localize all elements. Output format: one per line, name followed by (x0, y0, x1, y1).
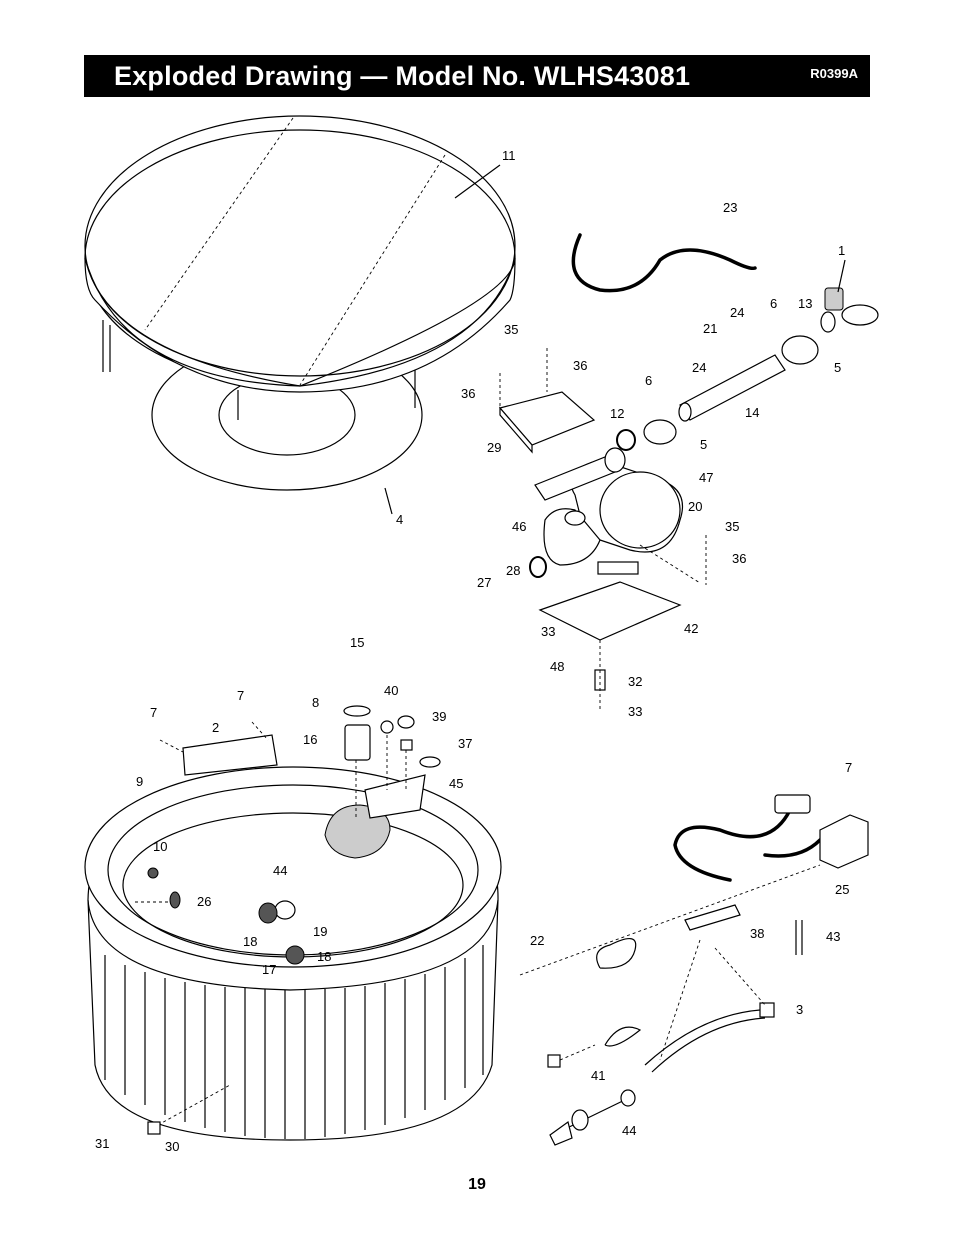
part-label-9: 9 (136, 774, 143, 789)
part-label-3: 3 (796, 1002, 803, 1017)
part-label-15: 15 (350, 635, 364, 650)
part-label-5b: 5 (700, 437, 707, 452)
drawing-code: R0399A (810, 66, 858, 81)
part-label-33a: 33 (541, 624, 555, 639)
part-label-43: 43 (826, 929, 840, 944)
page-title: Exploded Drawing — Model No. WLHS43081 (114, 61, 691, 91)
part-label-7b: 7 (150, 705, 157, 720)
part-label-16: 16 (303, 732, 317, 747)
part-label-6a: 6 (770, 296, 777, 311)
part-label-44a: 44 (273, 863, 287, 878)
part-label-13: 13 (798, 296, 812, 311)
part-label-23: 23 (723, 200, 737, 215)
part-label-7a: 7 (237, 688, 244, 703)
part-label-11: 11 (502, 148, 516, 163)
part-label-45: 45 (449, 776, 463, 791)
part-label-28: 28 (506, 563, 520, 578)
part-label-6b: 6 (645, 373, 652, 388)
part-label-26: 26 (197, 894, 211, 909)
part-label-20: 20 (688, 499, 702, 514)
header-bar: Exploded Drawing — Model No. WLHS43081 R… (84, 55, 870, 97)
part-label-48: 48 (550, 659, 564, 674)
part-label-46: 46 (512, 519, 526, 534)
part-label-18a: 18 (243, 934, 257, 949)
part-label-18b: 18 (317, 949, 331, 964)
part-label-33b: 33 (628, 704, 642, 719)
part-label-30: 30 (165, 1139, 179, 1154)
part-label-40: 40 (384, 683, 398, 698)
part-label-44b: 44 (622, 1123, 636, 1138)
part-label-5a: 5 (834, 360, 841, 375)
part-label-27: 27 (477, 575, 491, 590)
page-number: 19 (468, 1176, 486, 1193)
pump-assembly (498, 233, 879, 712)
part-label-7c: 7 (845, 760, 852, 775)
part-label-24a: 24 (730, 305, 744, 320)
part-label-47: 47 (699, 470, 713, 485)
part-label-22: 22 (530, 933, 544, 948)
part-label-4: 4 (396, 512, 403, 527)
part-label-37: 37 (458, 736, 472, 751)
electrical-assembly (519, 794, 869, 1146)
part-label-12: 12 (610, 406, 624, 421)
part-label-1: 1 (838, 243, 845, 258)
part-label-36a: 36 (573, 358, 587, 373)
part-label-10: 10 (153, 839, 167, 854)
part-label-31: 31 (95, 1136, 109, 1151)
part-label-25: 25 (835, 882, 849, 897)
part-label-8: 8 (312, 695, 319, 710)
part-label-24b: 24 (692, 360, 706, 375)
part-label-42: 42 (684, 621, 698, 636)
cover-assembly (84, 115, 516, 491)
part-label-36b: 36 (461, 386, 475, 401)
spa-body (84, 705, 502, 1141)
side-panels (104, 945, 484, 1139)
part-labels: 11 23 1 6 13 24 35 21 36 24 5 6 36 14 12… (95, 148, 852, 1154)
part-label-2: 2 (212, 720, 219, 735)
part-label-35a: 35 (504, 322, 518, 337)
part-label-41: 41 (591, 1068, 605, 1083)
part-label-29: 29 (487, 440, 501, 455)
part-label-14: 14 (745, 405, 759, 420)
part-label-19: 19 (313, 924, 327, 939)
part-label-39: 39 (432, 709, 446, 724)
part-label-36c: 36 (732, 551, 746, 566)
part-label-21: 21 (703, 321, 717, 336)
part-label-32: 32 (628, 674, 642, 689)
part-label-17: 17 (262, 962, 276, 977)
part-label-35b: 35 (725, 519, 739, 534)
part-label-38: 38 (750, 926, 764, 941)
